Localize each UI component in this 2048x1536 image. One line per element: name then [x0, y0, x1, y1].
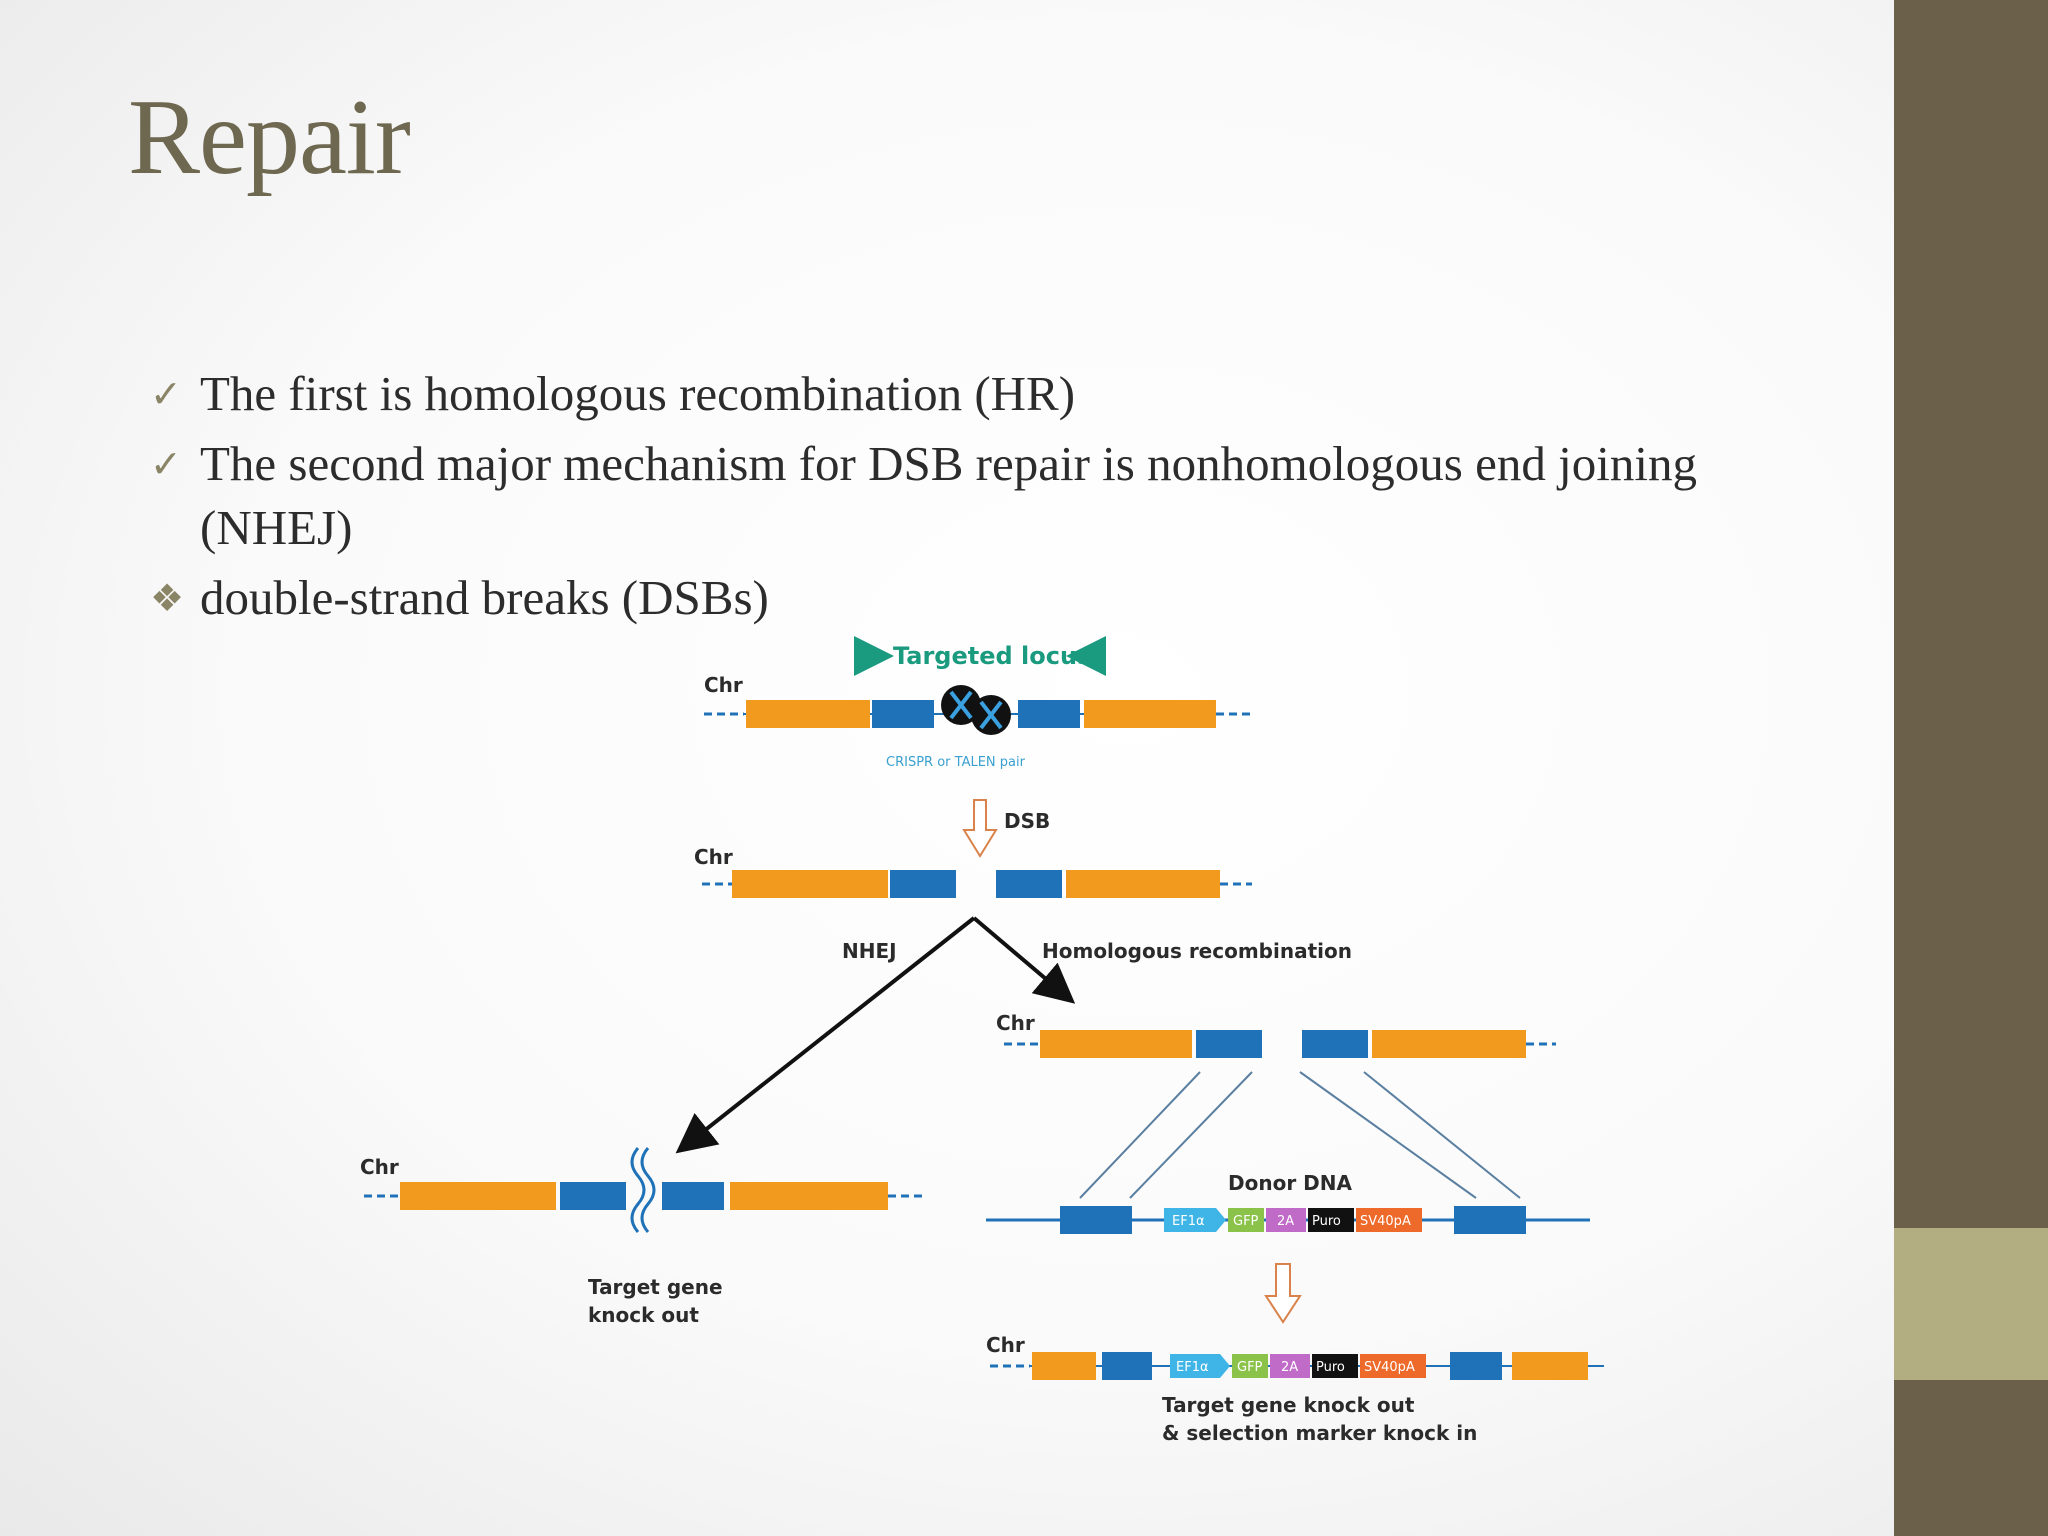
hr-broken-chromosome: Chr	[996, 1011, 1556, 1058]
exon-block-blue	[872, 700, 934, 728]
2a-block	[1270, 1354, 1310, 1378]
result-label: Target gene knock out	[1162, 1393, 1415, 1417]
puro-block	[1308, 1208, 1354, 1232]
broken-chromosome: Chr	[694, 845, 1252, 898]
exon-block-blue	[1450, 1352, 1502, 1380]
exon-block-orange	[1372, 1030, 1526, 1058]
cassette-label: 2A	[1281, 1360, 1298, 1375]
bullet-item: ✓ The first is homologous recombination …	[150, 362, 1810, 426]
bullet-text: double-strand breaks (DSBs)	[200, 570, 769, 625]
exon-block-orange	[1084, 700, 1216, 728]
hr-result-chromosome: Chr EF1α GFP 2A Puro SV40pA Target gene …	[986, 1333, 1604, 1445]
cassette-label: GFP	[1237, 1360, 1263, 1375]
wavy-junction-icon	[630, 1147, 656, 1233]
exon-block-blue	[1302, 1030, 1368, 1058]
exon-block-orange	[730, 1182, 888, 1210]
pathway-branch-arrows: NHEJ Homologous recombination	[675, 916, 1352, 1154]
gfp-block	[1232, 1354, 1268, 1378]
dna-repair-diagram: Targeted locus Chr CRISPR or TALEN pair …	[360, 636, 1604, 1445]
nhej-arrow-icon	[675, 916, 976, 1154]
targeted-locus-header: Targeted locus	[854, 636, 1106, 676]
sv40pa-block	[1356, 1208, 1422, 1232]
cassette-label: Puro	[1312, 1214, 1341, 1229]
dsb-step: DSB	[962, 799, 1050, 858]
donor-dna-label: Donor DNA	[1228, 1171, 1352, 1195]
homology-arm-block	[1454, 1206, 1526, 1234]
bullet-text: The first is homologous recombination (H…	[200, 366, 1076, 421]
down-arrow-icon	[962, 799, 998, 858]
gfp-block	[1228, 1208, 1264, 1232]
hr-label: Homologous recombination	[1042, 939, 1352, 963]
2a-block	[1266, 1208, 1306, 1232]
knockout-label: Target gene	[588, 1275, 723, 1299]
cassette-label: 2A	[1277, 1214, 1294, 1229]
exon-block-orange	[400, 1182, 556, 1210]
puro-block	[1312, 1354, 1358, 1378]
chr-label: Chr	[704, 673, 743, 697]
exon-block-orange	[1066, 870, 1220, 898]
chr-label: Chr	[360, 1155, 399, 1179]
crossover-lines	[1079, 1071, 1521, 1199]
sv40pa-block	[1360, 1354, 1426, 1378]
nhej-result-chromosome: Chr Target gene knock out	[360, 1147, 926, 1327]
cassette-label: Puro	[1316, 1360, 1345, 1375]
bullet-list: ✓ The first is homologous recombination …	[150, 362, 1810, 636]
homology-arm-block	[1060, 1206, 1132, 1234]
cassette-label: GFP	[1233, 1214, 1259, 1229]
slide-title: Repair	[128, 78, 411, 197]
cassette-label: SV40pA	[1364, 1360, 1415, 1375]
diamond-bullet-icon: ❖	[150, 576, 185, 620]
dsb-label: DSB	[1004, 809, 1050, 833]
chr-label: Chr	[986, 1333, 1025, 1357]
exon-block-blue	[1102, 1352, 1152, 1380]
nuclease-scissors-icon	[941, 685, 1011, 735]
cassette-label: EF1α	[1176, 1360, 1209, 1375]
hr-arrow-icon	[972, 916, 1076, 1004]
chr-label: Chr	[694, 845, 733, 869]
exon-block-orange	[1512, 1352, 1588, 1380]
bullet-text: The second major mechanism for DSB repai…	[200, 436, 1697, 555]
promoter-arrow-block	[1164, 1208, 1226, 1232]
slide-sidebar-accent	[1894, 1228, 2048, 1380]
down-arrow-icon	[1264, 1263, 1302, 1324]
exon-block-orange	[732, 870, 888, 898]
targeted-locus-label: Targeted locus	[893, 642, 1091, 670]
knockout-label: knock out	[588, 1303, 699, 1327]
chr-label: Chr	[996, 1011, 1035, 1035]
exon-block-blue	[662, 1182, 724, 1210]
nuclease-label: CRISPR or TALEN pair	[886, 755, 1026, 770]
exon-block-orange	[1032, 1352, 1096, 1380]
exon-block-blue	[1018, 700, 1080, 728]
checkmark-icon: ✓	[150, 442, 182, 486]
exon-block-orange	[746, 700, 870, 728]
exon-block-blue	[560, 1182, 626, 1210]
result-label: & selection marker knock in	[1162, 1421, 1477, 1445]
exon-block-orange	[1040, 1030, 1192, 1058]
bullet-item: ✓ The second major mechanism for DSB rep…	[150, 432, 1810, 560]
cassette-label: SV40pA	[1360, 1214, 1411, 1229]
bullet-item: ❖ double-strand breaks (DSBs)	[150, 566, 1810, 630]
cassette-label: EF1α	[1172, 1214, 1205, 1229]
intact-chromosome: Chr CRISPR or TALEN pair	[704, 673, 1250, 770]
exon-block-blue	[890, 870, 956, 898]
promoter-arrow-block	[1170, 1354, 1230, 1378]
checkmark-icon: ✓	[150, 372, 182, 416]
donor-dna: Donor DNA EF1α GFP 2A Puro SV40pA	[986, 1171, 1590, 1234]
nhej-label: NHEJ	[842, 939, 897, 963]
exon-block-blue	[996, 870, 1062, 898]
exon-block-blue	[1196, 1030, 1262, 1058]
